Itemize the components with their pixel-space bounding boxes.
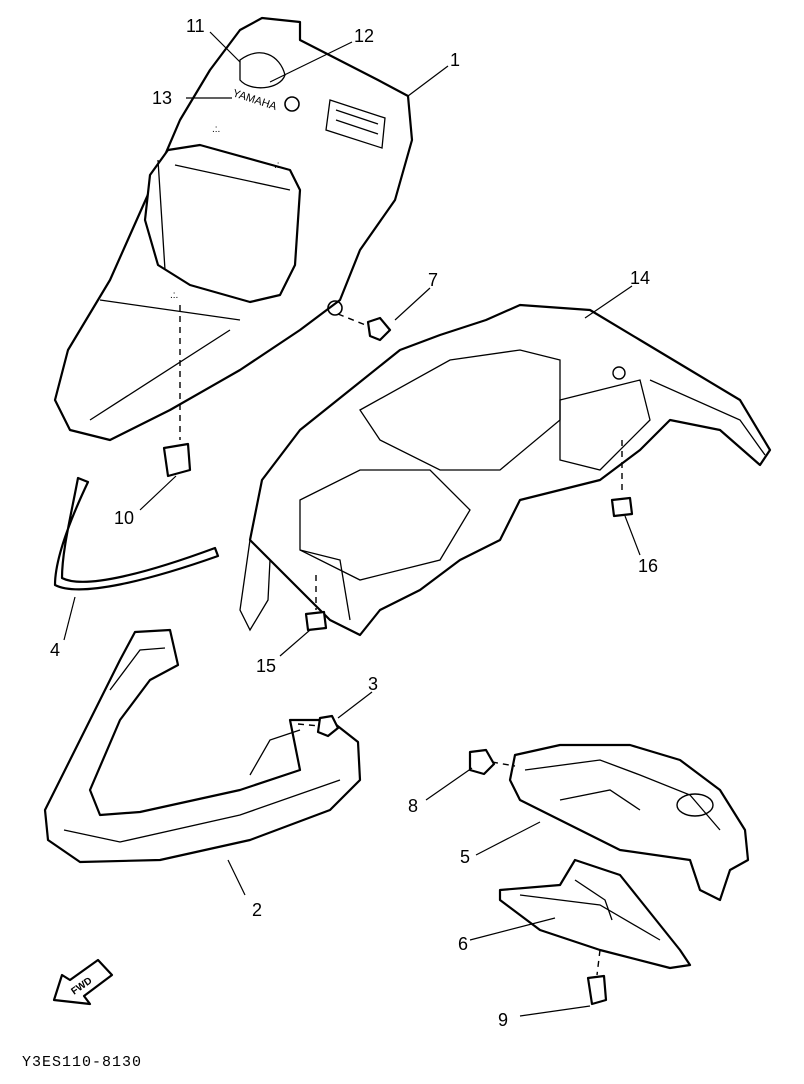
fwd-arrow-icon: FWD [52,958,114,1006]
decal-mark: .:. [170,290,178,301]
part-8-bolt [468,748,516,776]
callout-6: 6 [458,934,468,954]
callout-16: 16 [638,556,658,576]
part-2-lower-panel [43,628,362,864]
callout-12: 12 [354,26,374,46]
part-1-front-cover: YAMAHA .:. .:. .:. [53,16,414,442]
part-6-plate [498,858,692,970]
callout-9: 9 [498,1010,508,1030]
callout-4: 4 [50,640,60,660]
part-3-screw [297,714,340,738]
callout-10: 10 [114,508,134,528]
callout-14: 14 [630,268,650,288]
decal-mark: .:. [212,124,220,135]
diagram-code: Y3ES110-8130 [22,1054,142,1071]
callout-3: 3 [368,674,378,694]
decal-mark: .:. [274,160,282,171]
callouts: 1 2 3 4 5 6 7 8 9 10 11 12 13 14 15 16 [50,16,658,1030]
callout-1: 1 [450,50,460,70]
callout-5: 5 [460,847,470,867]
callout-11: 11 [186,16,205,36]
part-4-trim-strip [53,476,220,591]
callout-2: 2 [252,900,262,920]
part-9-screw [586,949,608,1006]
part-14-rear-body [239,303,772,637]
part-7-bolt [337,313,392,342]
part-5-rear-bracket [508,743,750,902]
callout-8: 8 [408,796,418,816]
leader-lines [63,31,641,1017]
part-16-nut [610,440,634,518]
part-10-clip [162,305,192,478]
callout-7: 7 [428,270,438,290]
callout-15: 15 [256,656,276,676]
part-15-nut [304,575,328,632]
callout-13: 13 [152,88,172,108]
